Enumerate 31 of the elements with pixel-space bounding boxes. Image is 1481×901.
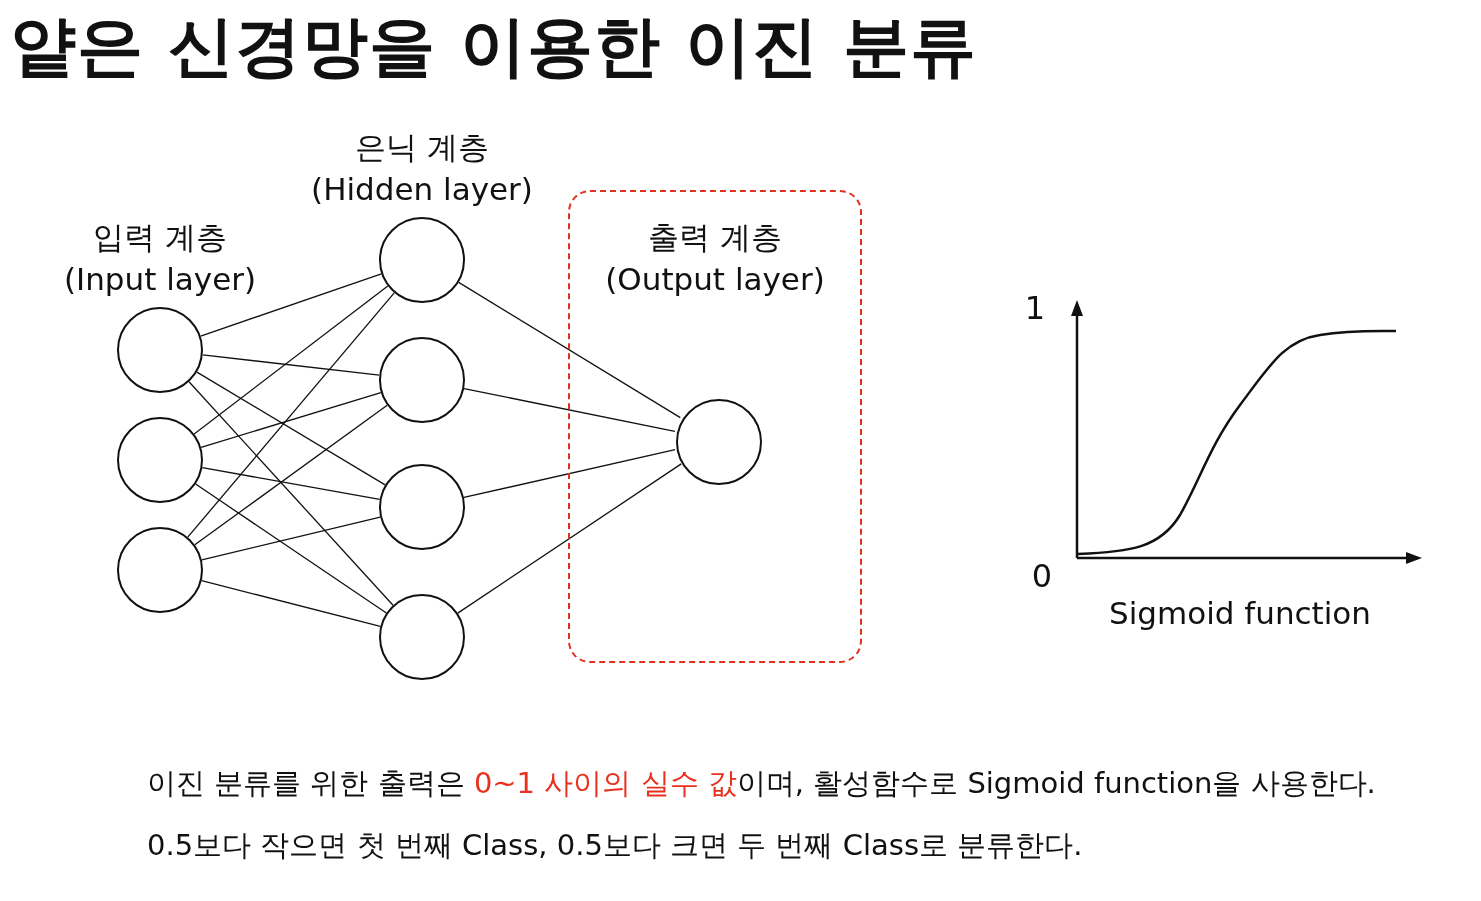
description-text: 0.5보다 작으면 첫 번째 Class, 0.5보다 크면 두 번째 Class로 분류한다. bbox=[147, 827, 1083, 864]
connection-line bbox=[201, 466, 381, 501]
connection-line bbox=[200, 391, 382, 449]
description-text: 이진 분류를 위한 출력은 0~1 사이의 실수 값이며, 활성함수로 Sigmoid function을 사용한다. bbox=[147, 765, 1376, 802]
connection-line bbox=[196, 371, 386, 486]
layer-name: 은닉 계층 bbox=[355, 128, 489, 167]
layer-name: 입력 계층 bbox=[93, 218, 227, 257]
neuron-circle bbox=[379, 594, 465, 680]
axis-tick-label: 1 bbox=[1024, 288, 1046, 329]
connection-line bbox=[201, 516, 381, 561]
connection-line bbox=[187, 292, 395, 538]
connection-line bbox=[201, 580, 381, 627]
connection-line bbox=[457, 463, 682, 614]
neuron-circle bbox=[379, 217, 465, 303]
layer-name-english: (Output layer) bbox=[604, 260, 826, 299]
connection-line bbox=[458, 281, 681, 419]
connection-line bbox=[202, 354, 380, 376]
layer-name-english: (Input layer) bbox=[63, 260, 257, 299]
connection-line bbox=[463, 387, 676, 433]
layer-name-english: (Hidden layer) bbox=[311, 170, 533, 209]
connection-line bbox=[194, 404, 388, 546]
layer-name: 출력 계층 bbox=[647, 218, 783, 257]
connection-line bbox=[188, 381, 394, 606]
chart-title: Sigmoid function bbox=[1109, 594, 1371, 633]
slide-title: 얕은 신경망을 이용한 이진 분류 bbox=[10, 7, 977, 87]
connection-line bbox=[193, 285, 389, 435]
connection-line bbox=[463, 448, 676, 499]
output-layer-box bbox=[568, 190, 862, 663]
axis-tick-label: 0 bbox=[1031, 556, 1053, 597]
connection-line bbox=[195, 483, 387, 614]
connection-line bbox=[200, 273, 382, 337]
